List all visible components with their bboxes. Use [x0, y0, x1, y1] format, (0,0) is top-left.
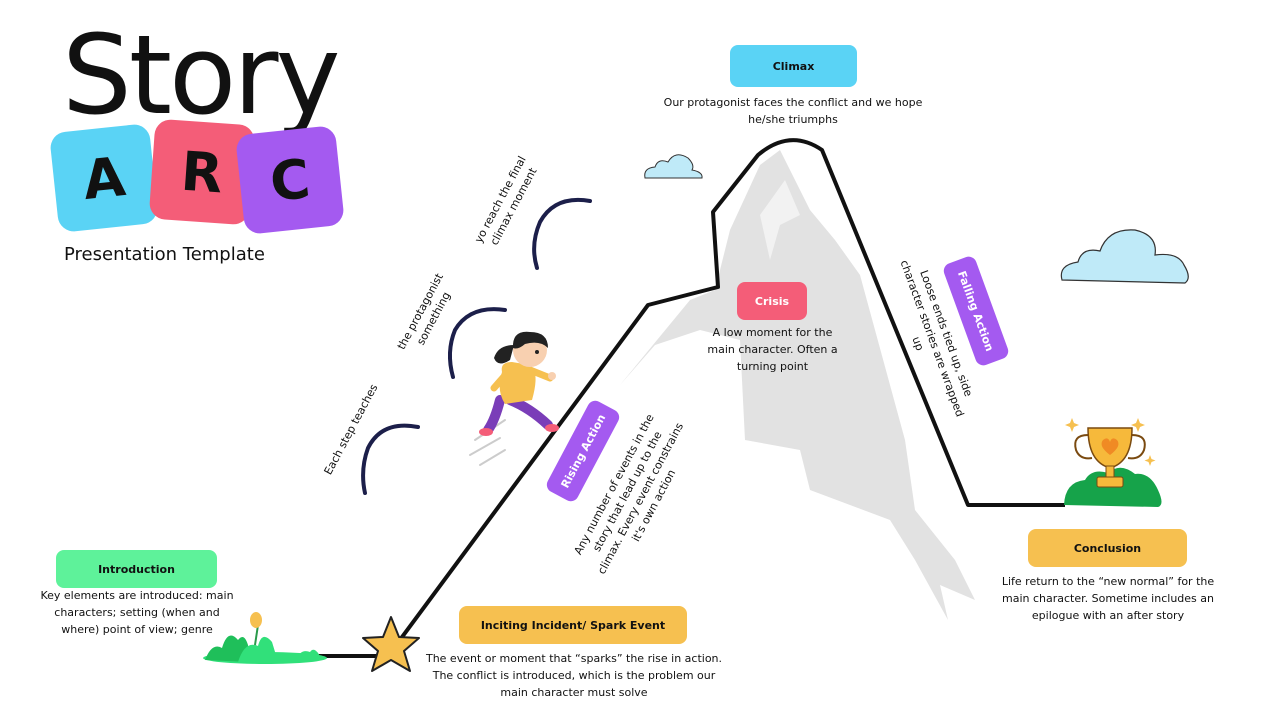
inciting-incident-description: The event or moment that “sparks” the ri… [425, 652, 723, 699]
crisis-description: A low moment for the main character. Oft… [707, 326, 838, 373]
climax-description: Our protagonist faces the conflict and w… [663, 96, 923, 126]
small-cloud [644, 154, 703, 179]
letter-r: R [179, 139, 225, 205]
letter-tile-a: A [49, 123, 159, 233]
conclusion-description: Life return to the “new normal” for the … [1001, 575, 1215, 622]
page-subtitle: Presentation Template [64, 244, 265, 265]
letter-a: A [79, 144, 129, 212]
trophy-illustration [1064, 418, 1162, 507]
mountain-highlight [760, 180, 800, 260]
crisis-label: Crisis [737, 282, 807, 320]
climax-label: Climax [730, 45, 857, 87]
introduction-description: Key elements are introduced: main charac… [40, 589, 234, 636]
letter-c: C [266, 146, 313, 214]
arc-mark-2 [448, 307, 507, 379]
introduction-label: Introduction [56, 550, 217, 588]
arc-mark-3 [532, 198, 592, 270]
large-cloud [1060, 229, 1189, 284]
arc-mark-1 [361, 423, 420, 495]
grass-illustration [203, 612, 327, 664]
page-title: Story [62, 11, 341, 139]
inciting-incident-label: Inciting Incident/ Spark Event [459, 606, 687, 644]
running-girl-illustration [469, 331, 559, 466]
star-icon [362, 616, 420, 672]
letter-tile-c: C [235, 125, 345, 235]
story-path [225, 138, 1065, 658]
mountain-shape [620, 150, 975, 620]
conclusion-label: Conclusion [1028, 529, 1187, 567]
